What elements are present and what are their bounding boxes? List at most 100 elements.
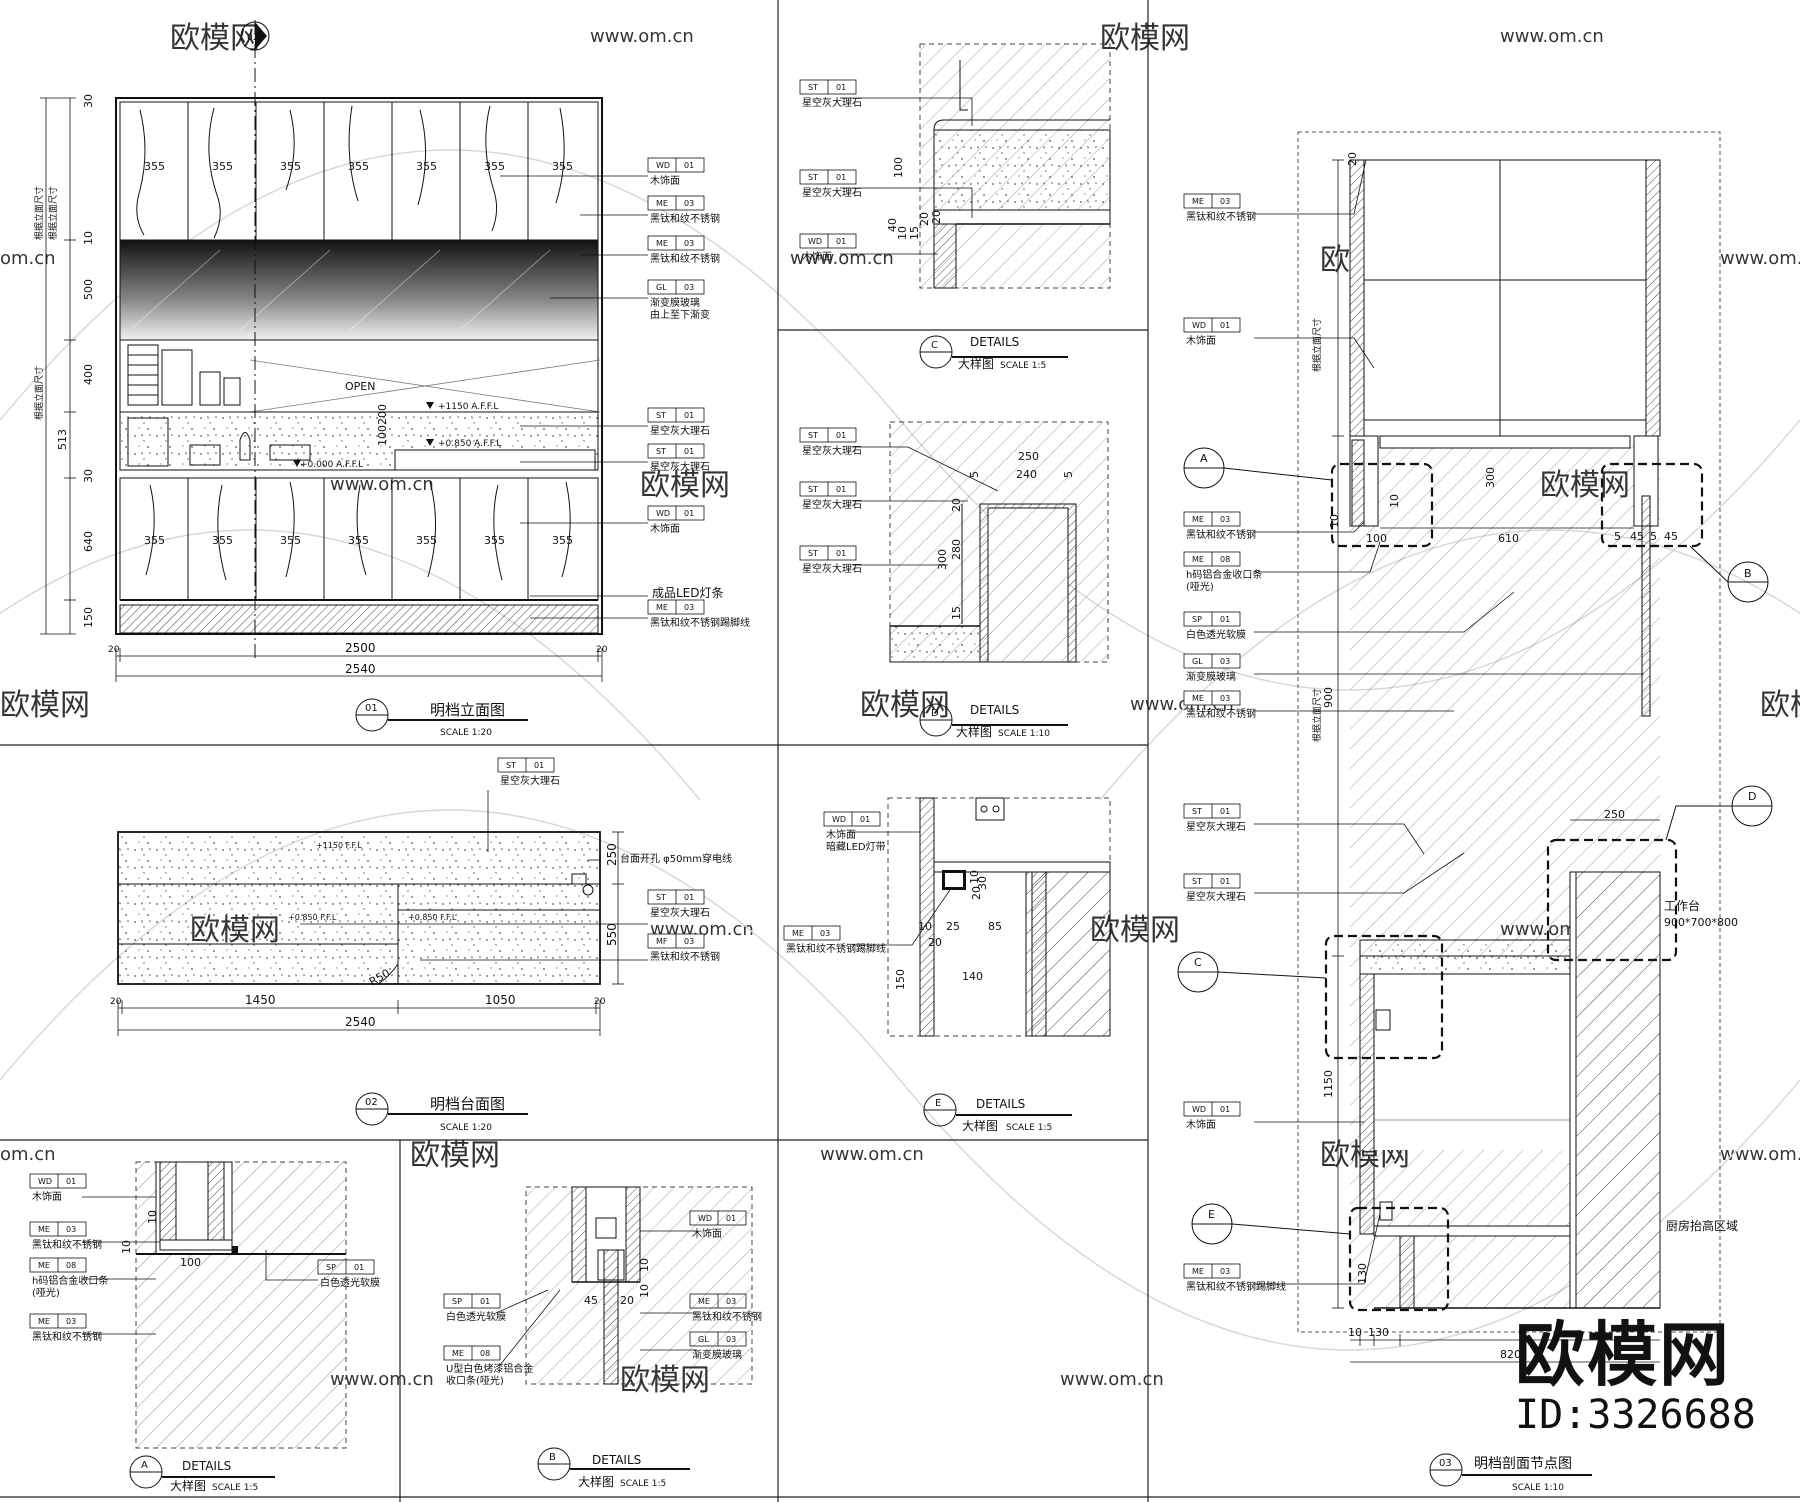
dim-text: 150 — [82, 607, 95, 628]
tag-number: 01 — [684, 161, 694, 170]
tag-code: ME — [38, 1317, 50, 1326]
tag-description: 黑钛和纹不锈钢 — [650, 252, 720, 265]
dim-text: 300 — [1484, 467, 1497, 488]
dim-text: 820 — [1500, 1348, 1521, 1361]
title-scale: SCALE 1:5 — [1006, 1123, 1052, 1133]
watermark-brand: 欧模网 — [1760, 688, 1800, 723]
dim-text: 300 — [936, 549, 949, 570]
watermark-site: www.om.cn — [590, 26, 694, 47]
dim-panel: 355 — [280, 534, 301, 547]
dim-text: 10 — [968, 870, 981, 884]
tag-code: ST — [656, 447, 666, 456]
tag-description: 星空灰大理石 — [1186, 820, 1246, 833]
tag-code: ST — [506, 761, 516, 770]
tag-code: ME — [1192, 515, 1204, 524]
dim-text: 250 — [605, 843, 619, 866]
section-callout-circles — [1177, 447, 1773, 1245]
dim-panel: 355 — [144, 534, 165, 547]
tag-code: SP — [452, 1297, 462, 1306]
tag-description: 黑钛和纹不锈钢 — [32, 1238, 102, 1251]
dim-text: 150 — [894, 969, 907, 990]
watermark-brand: 欧模网 — [410, 1138, 500, 1173]
watermark-site: www.om.cn — [1500, 26, 1604, 47]
elevation-drawing: 355 355 355 355 355 355 355 OPEN +1150 A… — [115, 20, 603, 660]
title-number: 02 — [365, 1097, 378, 1108]
detail-e-callouts — [848, 831, 953, 946]
dim-text: 20 — [970, 886, 983, 900]
tag-number: 01 — [860, 815, 870, 824]
title-number: 03 — [1439, 1458, 1452, 1469]
tag-number: 03 — [684, 199, 694, 208]
watermark-brand: 欧模网 — [640, 468, 730, 503]
tag-code: SP — [1192, 615, 1202, 624]
elevation-vertical-dims — [40, 97, 76, 635]
dim-text: 240 — [1016, 468, 1037, 481]
model-id: ID:3326688 — [1515, 1392, 1756, 1438]
dim-panel: 355 — [552, 534, 573, 547]
tag-code: ME — [1192, 694, 1204, 703]
watermark-site: www.om.cn — [1060, 1369, 1164, 1390]
tag-description: 黑钛和纹不锈钢 — [650, 212, 720, 225]
tag-number: 03 — [1220, 694, 1230, 703]
tag-number: 01 — [1220, 807, 1230, 816]
callout-letter: A — [1200, 452, 1208, 465]
dim-label: 根据立面尺寸 — [33, 186, 45, 240]
title-block-b: B DETAILS 大样图 SCALE 1:5 — [537, 1447, 690, 1489]
title-en: DETAILS — [976, 1097, 1025, 1111]
tag-code: ME — [656, 199, 668, 208]
title-block-a: A DETAILS 大样图 SCALE 1:5 — [129, 1455, 275, 1493]
dim-text: 25 — [946, 920, 960, 933]
tag-code: ST — [808, 485, 818, 494]
gradient-glass-band — [119, 239, 599, 341]
dim-text: 10 — [638, 1258, 651, 1272]
title-scale: SCALE 1:5 — [1000, 361, 1046, 371]
tag-code: WD — [656, 509, 670, 518]
tag-number: 08 — [480, 1349, 490, 1358]
dim-text: 45 — [584, 1294, 598, 1307]
dim-text: 100 — [180, 1256, 201, 1269]
level-tag: +0.850 F.F.L — [408, 913, 457, 922]
dim-text: 250 — [1604, 808, 1625, 821]
dim-text: 20 — [928, 936, 942, 949]
callout-letter: E — [1208, 1208, 1215, 1221]
dim-text: 20 — [596, 645, 608, 655]
title-cn: 大样图 — [170, 1478, 206, 1493]
tag-description: 木饰面 — [1186, 334, 1216, 347]
title-block-02: 02 明档台面图 SCALE 1:20 — [355, 1092, 528, 1133]
callout-letter: C — [1194, 956, 1202, 969]
dim-text: 130 — [1368, 1326, 1389, 1339]
dim-text: 30 — [82, 469, 95, 483]
tag-description: 黑钛和纹不锈钢 — [32, 1330, 102, 1343]
tag-description: 黑钛和纹不锈钢 — [1186, 528, 1256, 541]
tag-description: 星空灰大理石 — [500, 774, 560, 787]
dim-text: 100 — [892, 157, 905, 178]
tag-code: ME — [1192, 555, 1204, 564]
tag-description: 渐变膜玻璃 — [650, 296, 700, 309]
tag-description: 黑钛和纹不锈钢 — [650, 950, 720, 963]
title-scale: SCALE 1:5 — [212, 1483, 258, 1493]
tag-code: ST — [656, 893, 666, 902]
tag-description: 星空灰大理石 — [650, 424, 710, 437]
title-cn: 大样图 — [962, 1118, 998, 1133]
title-name: 明档立面图 — [430, 701, 505, 719]
dim-text: 30 — [976, 876, 989, 890]
tag-code: ST — [808, 173, 818, 182]
dim-text: 20 — [594, 997, 606, 1007]
dim-text: 900 — [1322, 687, 1335, 708]
tag-number: 01 — [836, 173, 846, 182]
detail-d-callouts — [852, 446, 999, 566]
title-scale: SCALE 1:20 — [440, 1123, 492, 1133]
tag-description: 木饰面 — [32, 1190, 62, 1203]
tag-description: 星空灰大理石 — [802, 96, 862, 109]
title-number: D — [931, 708, 939, 719]
